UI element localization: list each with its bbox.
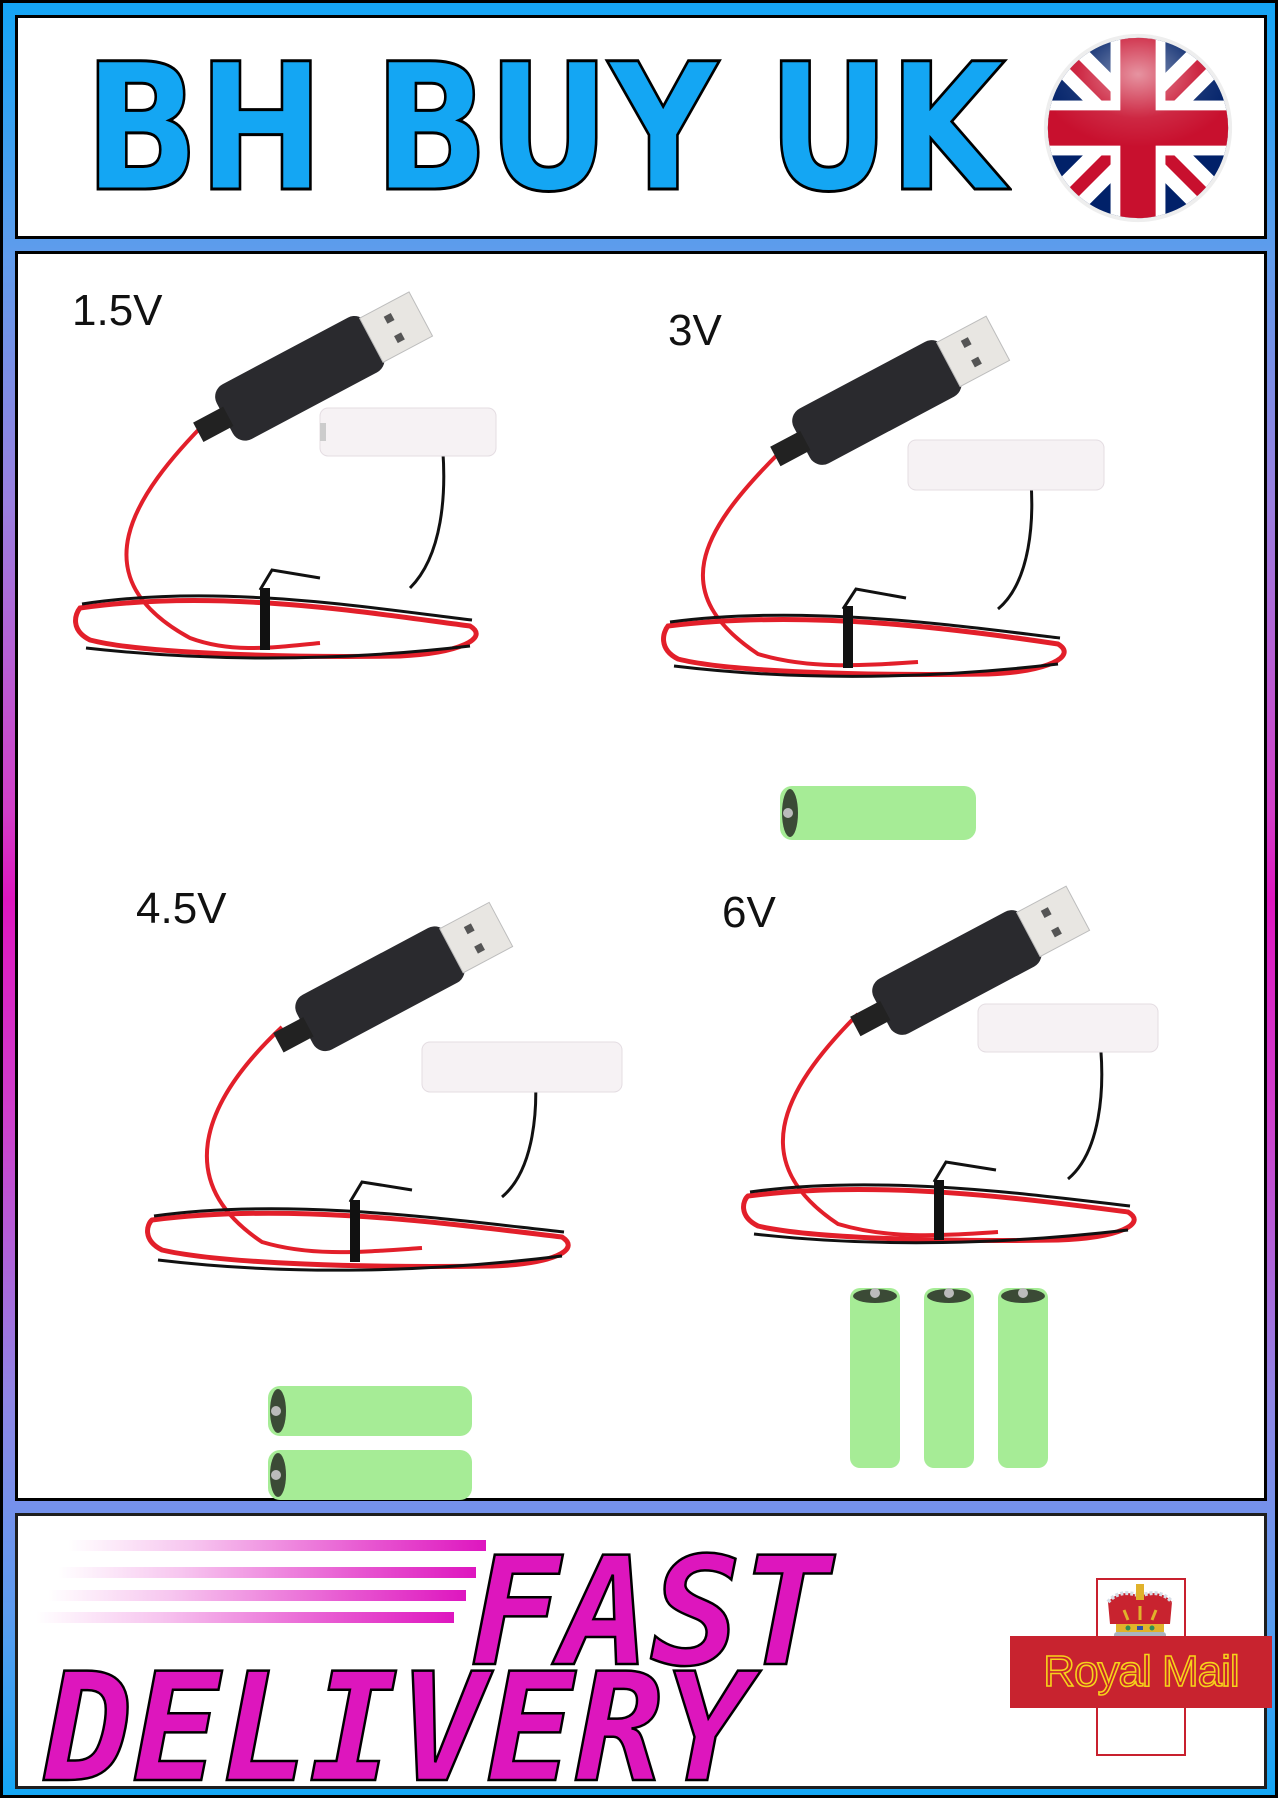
speed-line — [68, 1540, 486, 1551]
battery-icon — [924, 1288, 974, 1468]
product-4-5v: 4.5V — [118, 872, 638, 1500]
usb-battery-cable-image — [145, 901, 623, 1500]
voltage-label: 3V — [668, 306, 722, 355]
brand-title: BH BUY UK — [83, 26, 1007, 231]
voltage-label: 1.5V — [72, 286, 163, 335]
product-6v: 6V — [718, 874, 1238, 1494]
voltage-label: 4.5V — [136, 884, 227, 933]
delivery-label: DELIVERY — [43, 1642, 753, 1816]
speed-line — [36, 1612, 454, 1623]
battery-icon — [268, 1450, 472, 1500]
fast-label: FAST — [469, 1526, 833, 1700]
header-banner: BH BUY UK — [15, 15, 1267, 239]
usb-battery-cable-image — [73, 291, 497, 660]
product-1-5v: 1.5V — [68, 274, 588, 794]
royal-mail-logo: Royal Mail — [998, 1556, 1278, 1776]
battery-icon — [780, 786, 976, 840]
royal-mail-text: Royal Mail — [1042, 1646, 1240, 1697]
product-grid: 1.5V — [15, 251, 1267, 1501]
delivery-banner: FAST DELIVERY Royal Mail — [15, 1513, 1272, 1805]
battery-icon — [998, 1288, 1048, 1468]
royal-mail-bar: Royal Mail — [1010, 1636, 1272, 1708]
union-jack-flag-icon — [1043, 33, 1233, 223]
speed-line — [48, 1590, 466, 1601]
product-3v: 3V — [646, 298, 1166, 840]
battery-icon — [850, 1288, 900, 1468]
crown-icon — [1106, 1584, 1174, 1640]
voltage-label: 6V — [722, 888, 776, 937]
speed-line — [58, 1567, 476, 1578]
battery-icon — [268, 1386, 472, 1436]
usb-battery-cable-image — [661, 315, 1105, 840]
usb-battery-cable-image — [741, 885, 1159, 1468]
